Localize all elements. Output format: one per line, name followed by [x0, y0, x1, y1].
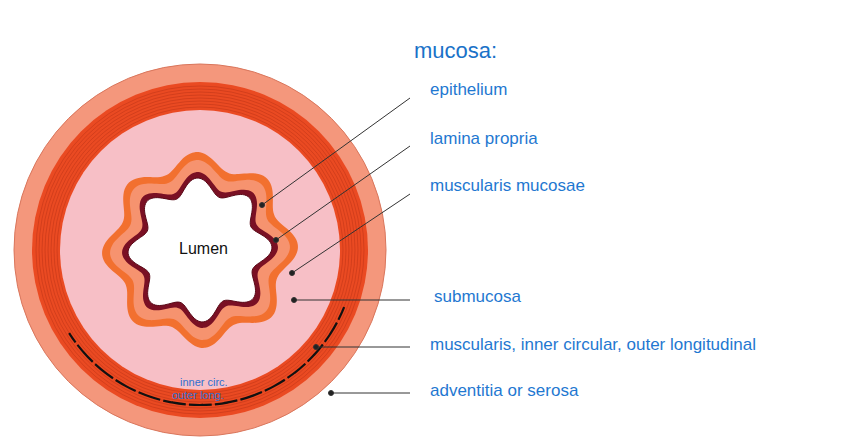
muscularis-mucosae-layer	[102, 152, 298, 348]
layer-boundary-dashes	[69, 307, 344, 405]
fibre-label: inner circ.	[180, 376, 228, 389]
lamina-propria-layer	[110, 160, 290, 340]
muscle-ring	[51, 101, 349, 399]
muscle-ring	[48, 98, 352, 402]
muscle-ring	[57, 107, 343, 393]
section-heading: mucosa:	[414, 38, 497, 63]
layer-label: muscularis mucosae	[430, 176, 585, 196]
leader-line	[331, 393, 410, 394]
leader-line	[276, 146, 410, 240]
epithelium-layer	[122, 172, 278, 328]
leader-lines	[260, 98, 411, 396]
leader-dot	[292, 298, 297, 303]
leader-line	[292, 194, 410, 273]
layer-label: lamina propria	[430, 129, 538, 149]
leader-dot	[314, 345, 319, 350]
layer-label: submucosa	[434, 287, 521, 307]
muscle-fibre-rings	[36, 86, 364, 414]
muscle-ring	[36, 86, 364, 414]
layer-label: muscularis, inner circular, outer longit…	[430, 335, 756, 355]
leader-dot	[329, 391, 334, 396]
leader-line	[262, 98, 410, 205]
muscle-ring	[54, 104, 346, 396]
leader-dot	[260, 203, 265, 208]
adventitia-layer	[14, 64, 386, 436]
organ-cross-section	[14, 64, 386, 436]
layer-label: epithelium	[430, 80, 508, 100]
muscularis-layer	[32, 82, 368, 418]
fibre-label: outer long.	[172, 389, 224, 402]
leader-line	[294, 300, 410, 301]
lumen-space	[128, 178, 272, 322]
layer-label: adventitia or serosa	[430, 381, 578, 401]
leader-line	[316, 347, 410, 348]
lumen-label: Lumen	[179, 240, 228, 258]
leader-dot	[290, 271, 295, 276]
leader-dot	[274, 238, 279, 243]
muscle-ring	[45, 95, 355, 405]
muscle-ring	[42, 92, 358, 408]
submucosa-layer	[60, 110, 340, 390]
muscle-ring	[39, 89, 361, 411]
